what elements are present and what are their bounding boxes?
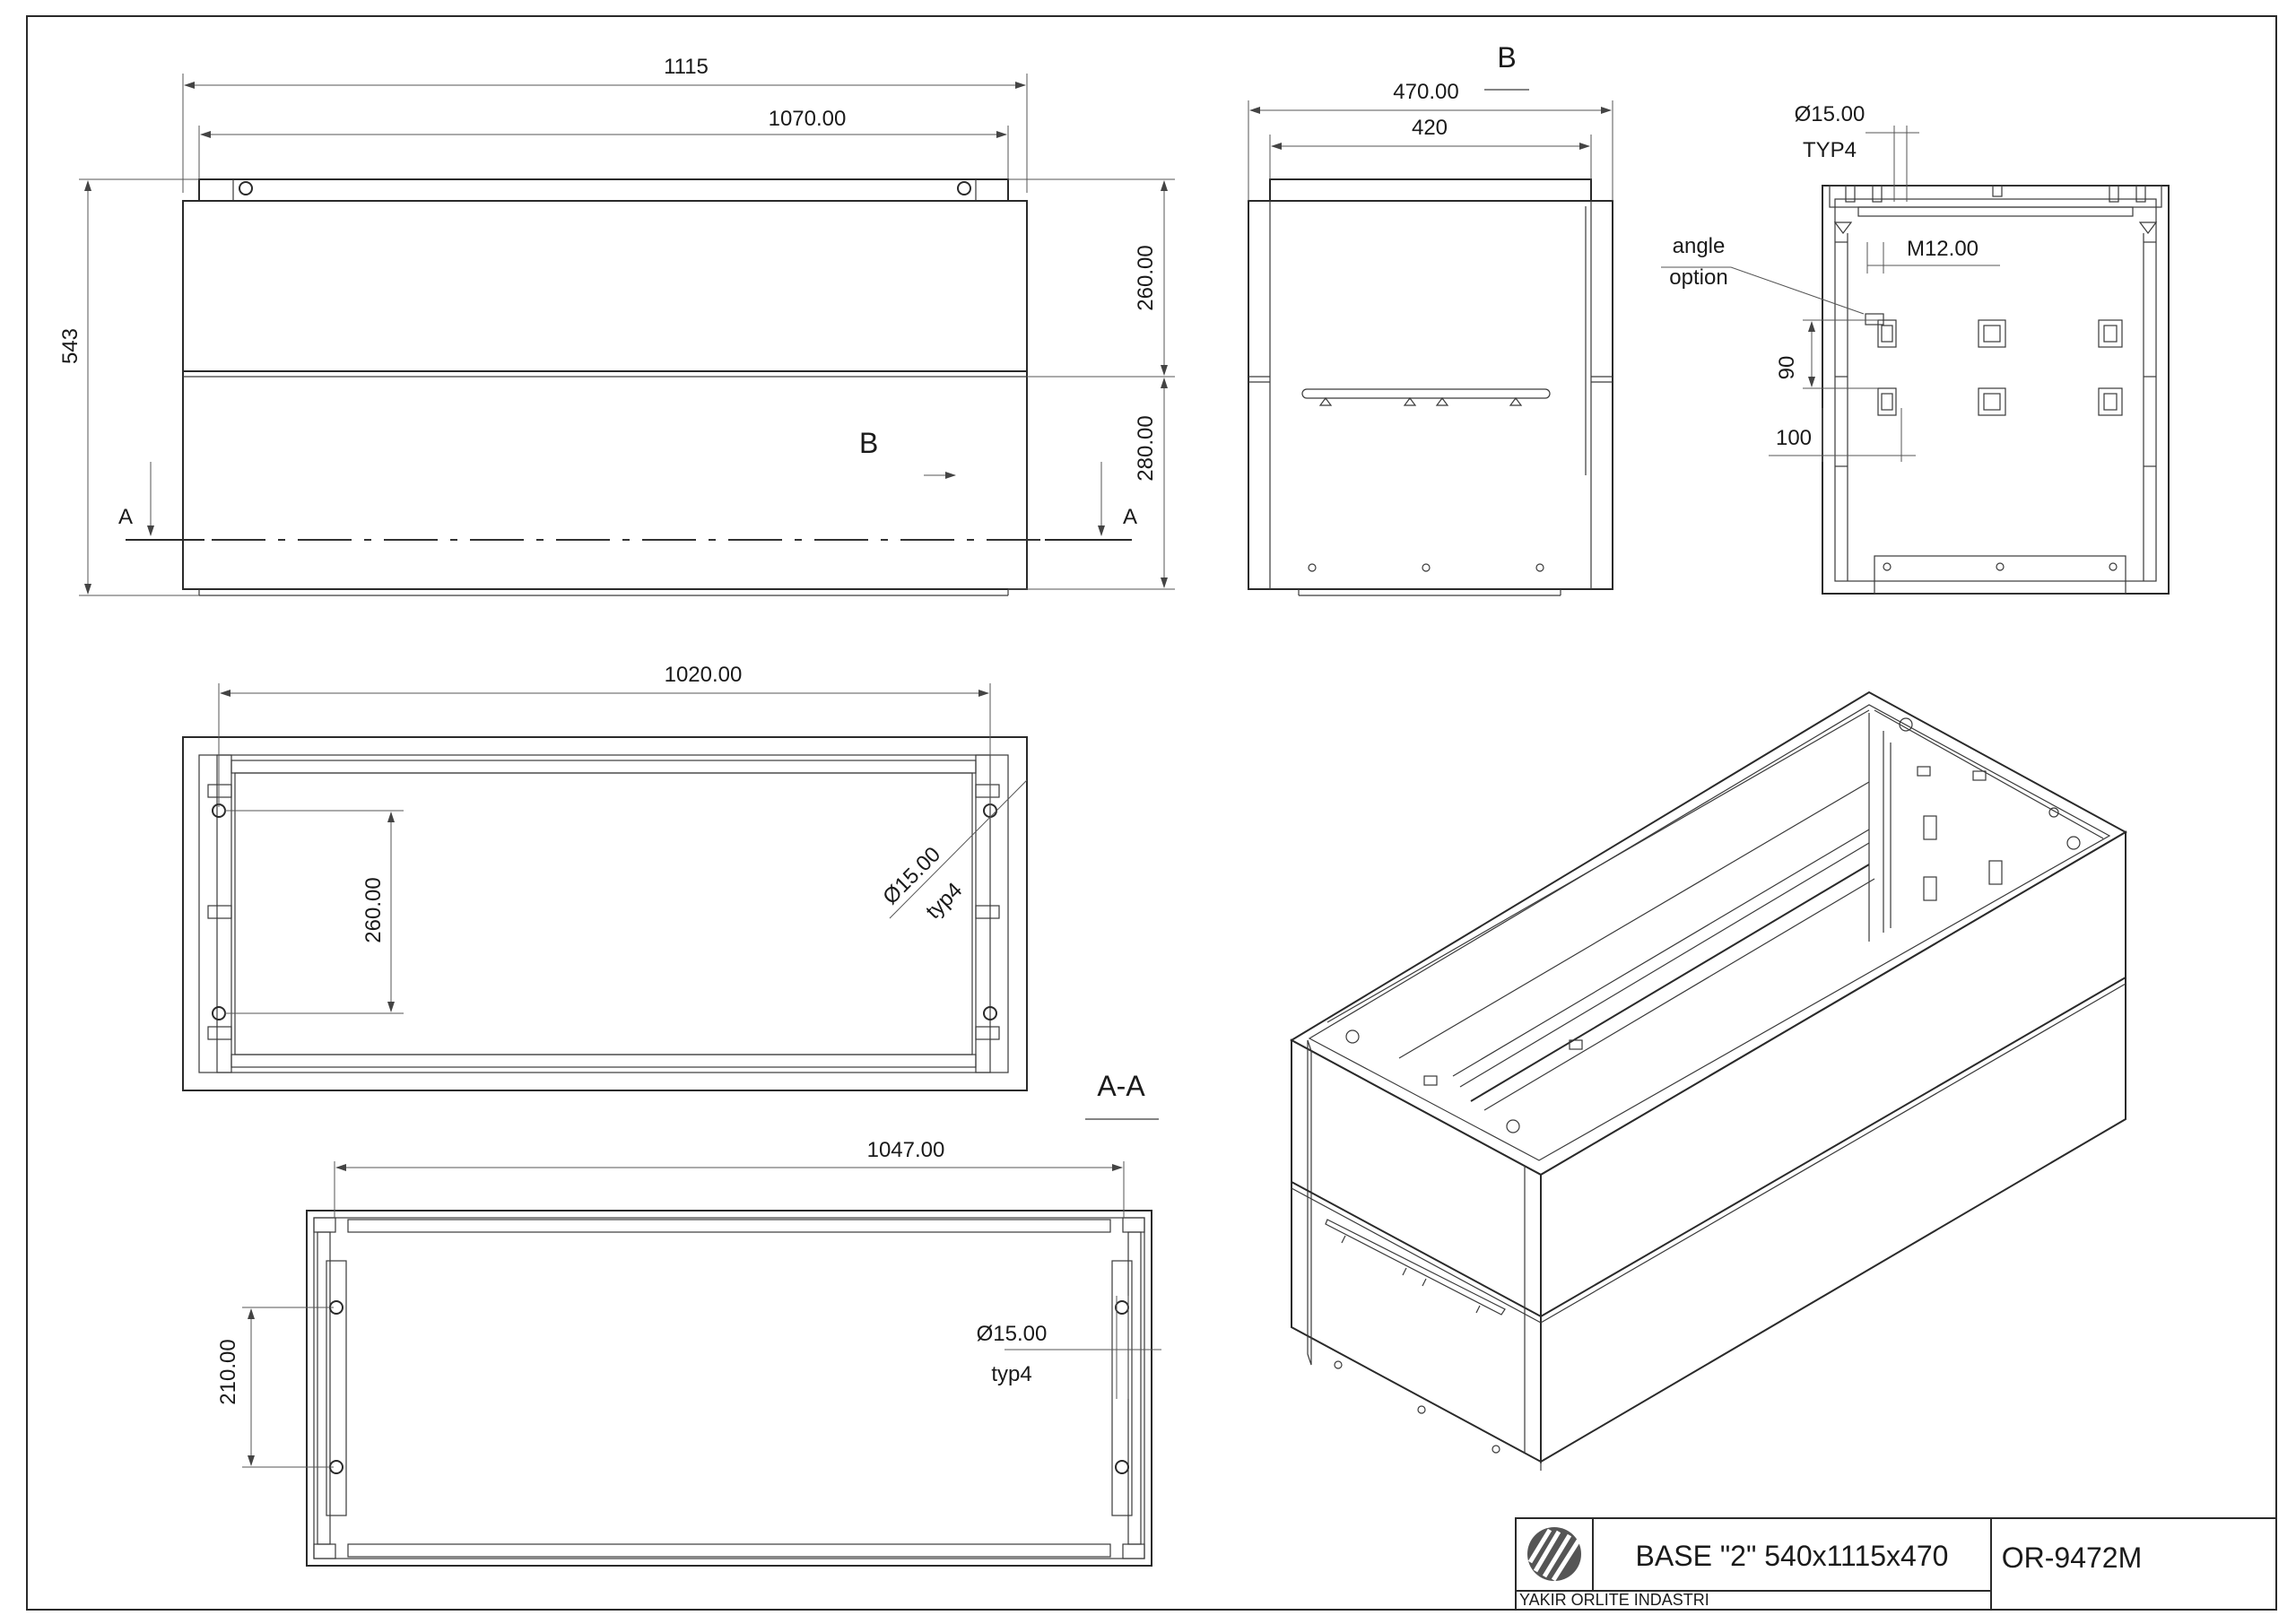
dim-total-width: 1115 [664, 55, 709, 79]
isometric-view [1289, 690, 2128, 1471]
top-right-view: Ø15.00 TYP4 M12.00 angle option 90 100 [1661, 102, 2170, 595]
section-hole-typ: typ4 [991, 1362, 1031, 1386]
title-block: BASE "2" 540x1115x470 OR-9472M YAKIR ORL… [1515, 1517, 2277, 1611]
section-view: A-A 1047.00 210.00 Ø15.00 typ4 [216, 1070, 1161, 1567]
part-number: OR-9472M [2002, 1541, 2143, 1574]
option-label: option [1669, 265, 1727, 290]
side-view: B 470.00 420 [1248, 41, 1613, 596]
angle-label: angle [1673, 234, 1726, 258]
section-dim-width: 1047.00 [867, 1138, 945, 1162]
dim-outer: 470.00 [1393, 80, 1458, 104]
section-label-left: A [118, 505, 133, 529]
hole-typ-label: TYP4 [1803, 138, 1857, 162]
company-name: YAKIR ORLITE INDASTRI [1519, 1591, 1709, 1609]
thread-label: M12.00 [1907, 237, 1979, 261]
plan-view: 1020.00 260.00 Ø15.00 typ4 [182, 663, 1028, 1091]
section-dim-height: 210.00 [216, 1339, 240, 1404]
front-view: A A B 1115 1070.00 543 260.00 280.00 [58, 55, 1175, 596]
dim-upper: 260.00 [1134, 245, 1158, 310]
section-label-right: A [1123, 505, 1137, 529]
plan-hole-typ: typ4 [921, 878, 967, 924]
section-title: A-A [1097, 1070, 1145, 1102]
dim-vertical: 90 [1775, 356, 1799, 380]
dim-lower: 280.00 [1134, 415, 1158, 481]
company-logo [1527, 1527, 1581, 1582]
plan-dim-width: 1020.00 [665, 663, 743, 687]
view-arrow-label: B [859, 427, 878, 459]
dim-inner: 420 [1412, 116, 1448, 140]
section-hole-dia: Ø15.00 [977, 1322, 1048, 1346]
plan-dim-height: 260.00 [361, 877, 386, 942]
dim-hole-span: 1070.00 [769, 107, 847, 131]
side-view-title: B [1497, 41, 1516, 74]
part-description: BASE "2" 540x1115x470 [1636, 1540, 1949, 1572]
dim-horizontal: 100 [1776, 426, 1812, 450]
dim-height: 543 [58, 328, 83, 364]
hole-dia-label: Ø15.00 [1795, 102, 1866, 126]
sheet-border [26, 15, 2277, 1611]
